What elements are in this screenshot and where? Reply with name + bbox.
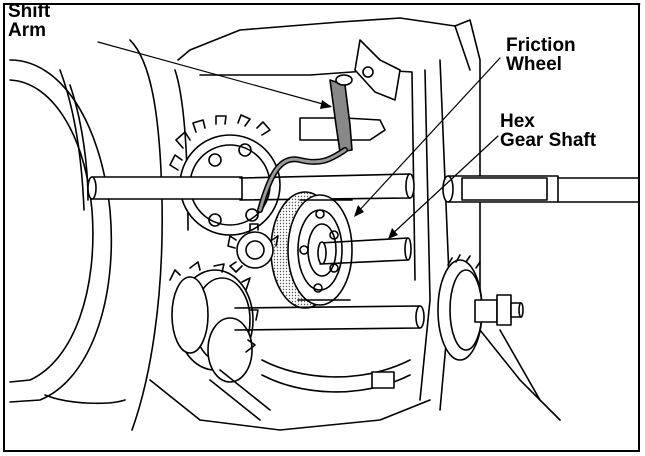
left-tire — [9, 59, 126, 405]
leader-arrowheads — [320, 100, 398, 239]
hex-gear-shaft-label-line1: Hex — [500, 111, 535, 132]
leader-lines — [97, 41, 501, 237]
left-sprocket — [169, 114, 281, 236]
small-sprocket — [227, 223, 279, 273]
shift-arm-label-line1: Shift — [8, 1, 51, 22]
friction-wheel-label-line2: Wheel — [506, 54, 562, 75]
upper-shaft — [87, 173, 639, 203]
shift-arm-label: Shift Arm — [8, 2, 50, 40]
lower-shaft — [234, 305, 425, 331]
hex-gear-shaft-label: Hex Gear Shaft — [500, 112, 596, 150]
shift-arm-label-line2: Arm — [8, 20, 47, 41]
hex-gear-shaft-part — [317, 237, 412, 265]
bottom-pan — [209, 359, 411, 421]
right-gear-knob — [437, 254, 524, 361]
friction-wheel-label: Friction Wheel — [506, 36, 576, 74]
hex-gear-shaft-label-line2: Gear Shaft — [500, 130, 597, 151]
friction-wheel-part — [270, 191, 353, 309]
shift-arm-part — [257, 74, 353, 213]
lower-gears — [169, 261, 259, 383]
friction-wheel-label-line1: Friction — [506, 35, 576, 56]
